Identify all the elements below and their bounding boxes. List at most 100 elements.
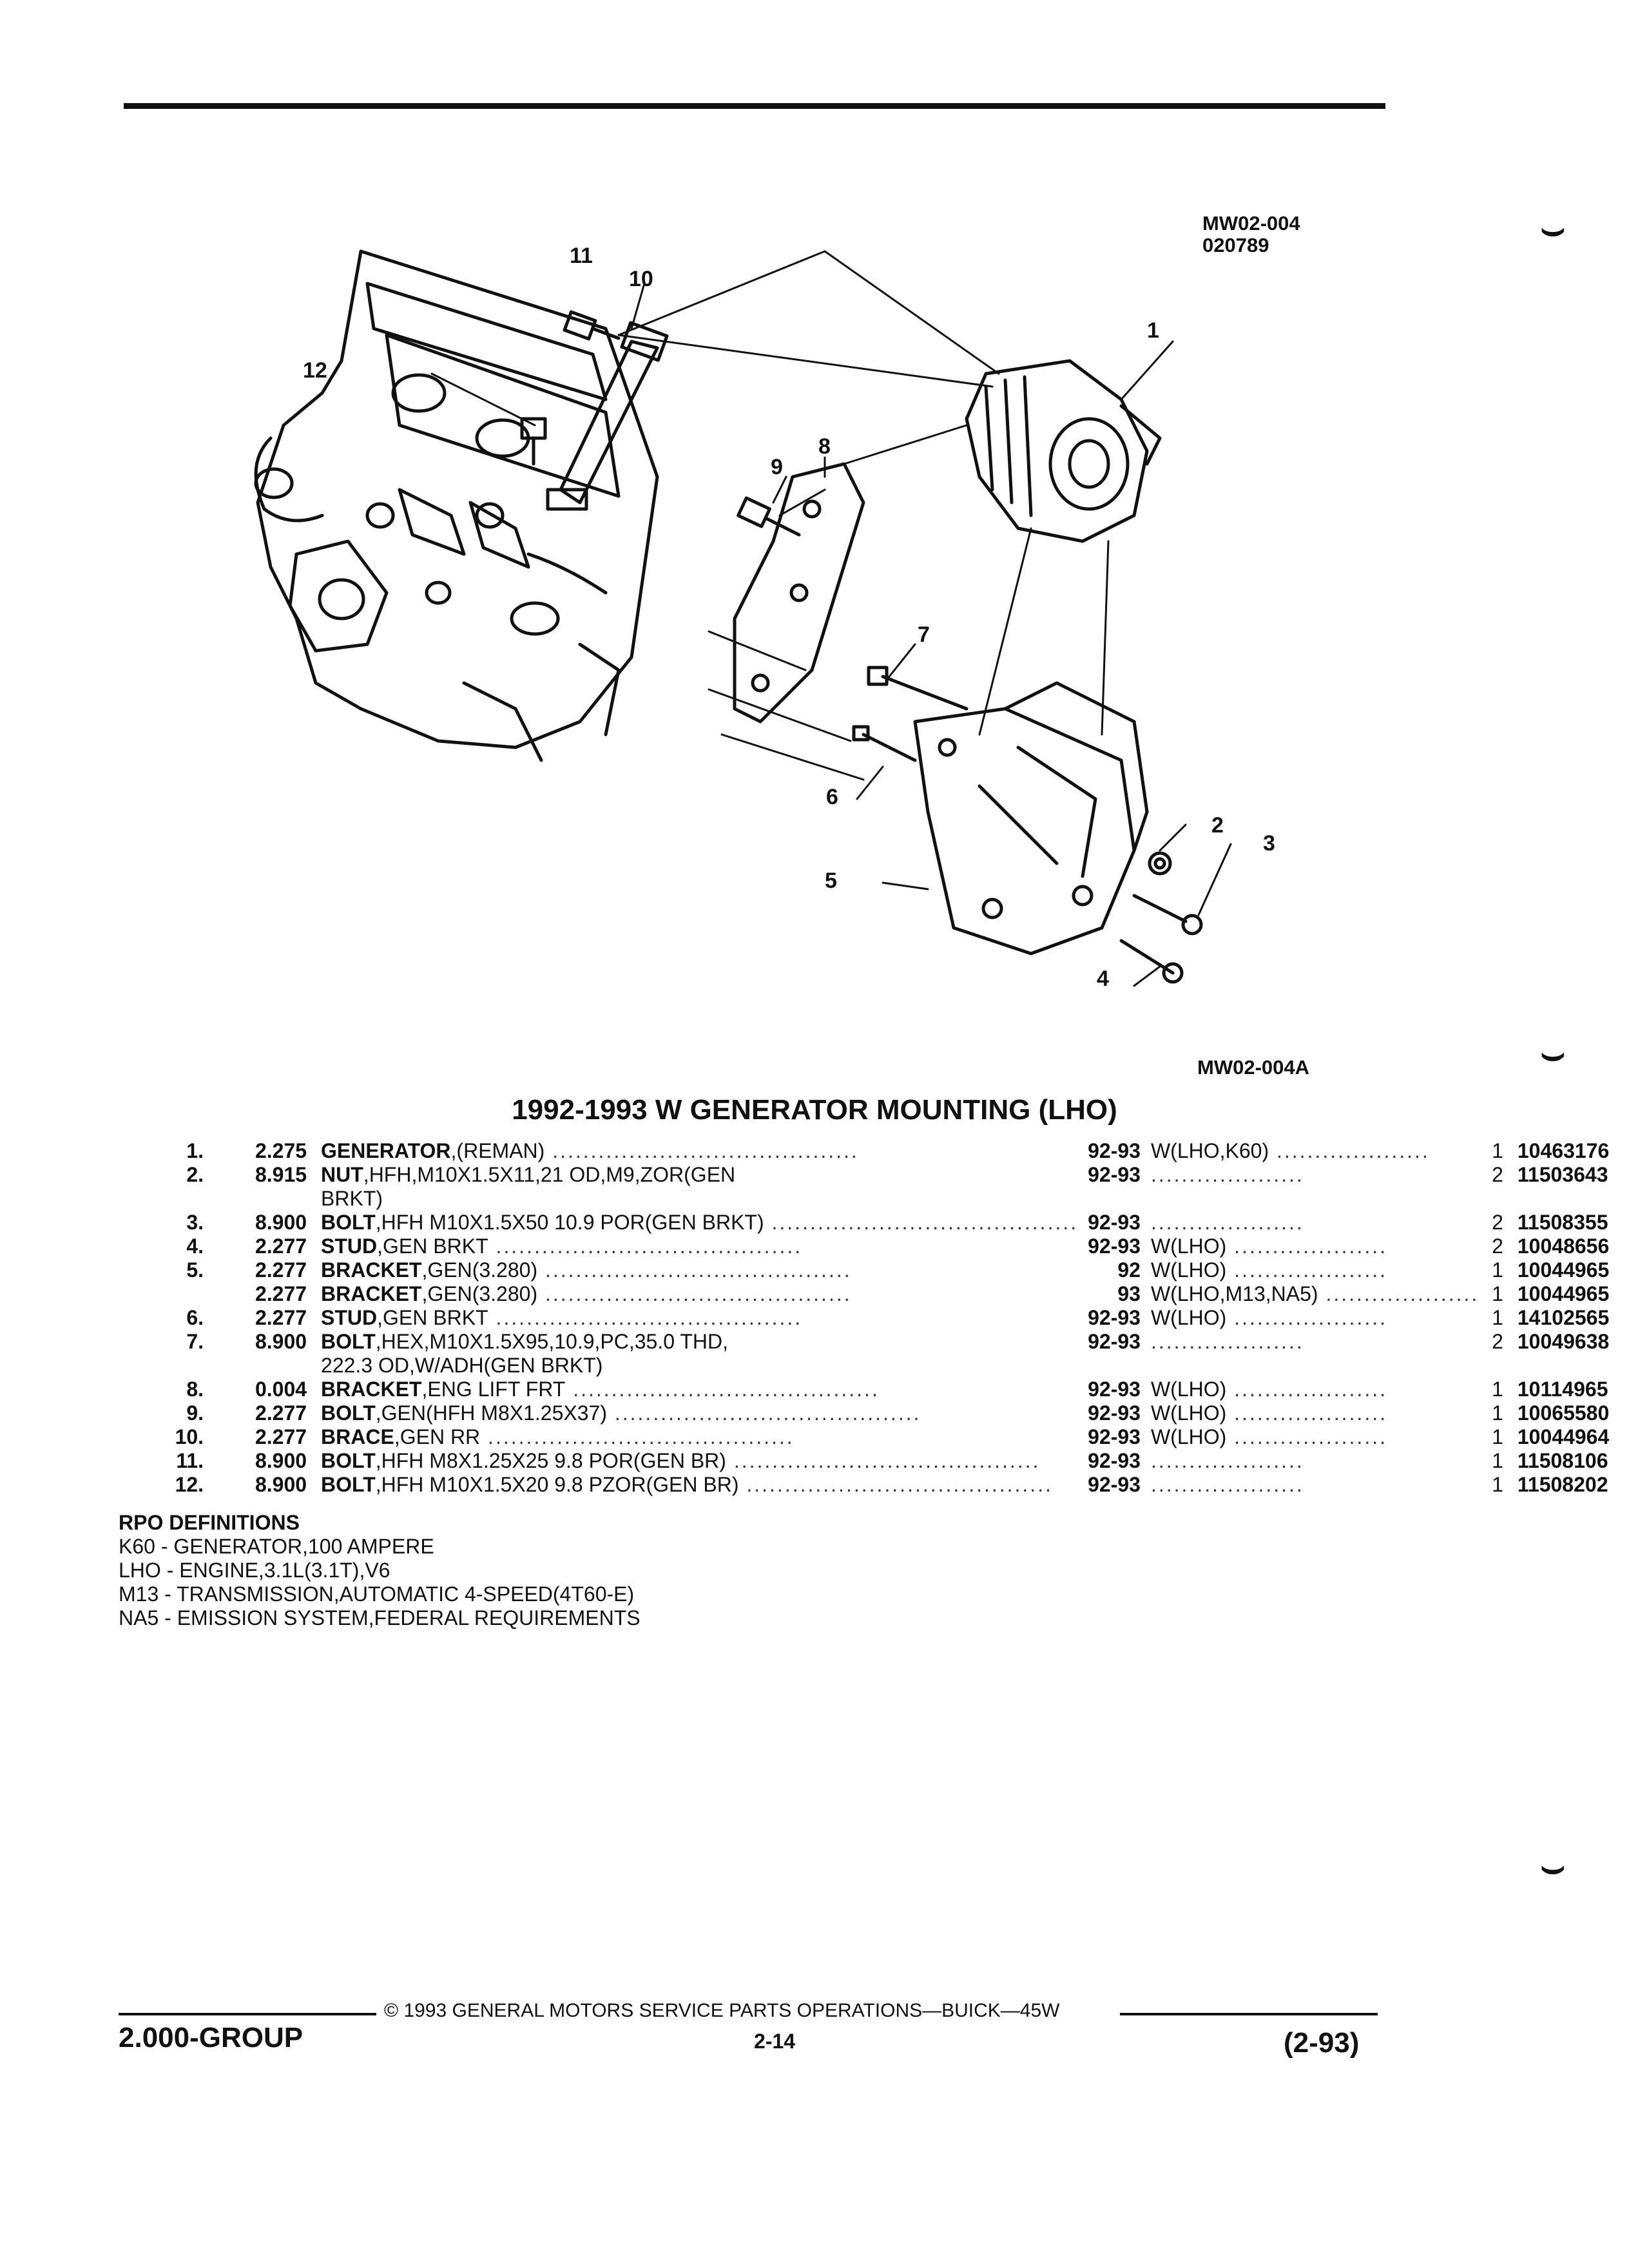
part-name: GENERATOR: [321, 1139, 451, 1162]
model-years: 92-93: [1088, 1449, 1141, 1472]
group-label: 2.000-GROUP: [119, 2022, 304, 2053]
figure-date-code: 020789: [1202, 234, 1269, 256]
usage-text: W(LHO): [1150, 1401, 1227, 1425]
part-detail: ,ENG LIFT FRT: [421, 1378, 566, 1401]
callout-2: 2: [1211, 813, 1224, 838]
group-number: 2.277: [255, 1306, 307, 1329]
part-number: 10048656: [1517, 1235, 1610, 1258]
group-number: 0.004: [255, 1378, 307, 1401]
model-years: 92-93: [1088, 1306, 1141, 1329]
callout-7: 7: [918, 622, 930, 647]
group-number: 2.277: [255, 1258, 307, 1282]
part-number: 10463176: [1517, 1139, 1610, 1162]
part-description: BRACKET,ENG LIFT FRT ...................…: [321, 1378, 880, 1401]
item-number: [161, 1282, 204, 1306]
usage-codes: W(LHO) ....................: [1150, 1378, 1387, 1401]
callout-11: 11: [570, 244, 593, 268]
group-number: 8.900: [255, 1449, 307, 1472]
generator-illustration: [965, 359, 1162, 543]
part-description: GENERATOR,(REMAN) ......................…: [321, 1139, 859, 1162]
quantity: 2: [1492, 1330, 1503, 1353]
rpo-heading: RPO DEFINITIONS: [119, 1511, 300, 1534]
callout-5: 5: [825, 869, 837, 893]
figure-code: MW02-004: [1202, 212, 1300, 235]
usage-codes: W(LHO) ....................: [1150, 1258, 1387, 1282]
callout-9: 9: [771, 455, 783, 479]
margin-tick: ⌣: [1540, 207, 1566, 250]
figure-code-alt: MW02-004A: [1197, 1056, 1309, 1079]
part-number: 11508106: [1517, 1449, 1608, 1472]
part-name: BOLT: [321, 1330, 376, 1353]
part-description: BOLT,HFH M8X1.25X25 9.8 POR(GEN BR) ....…: [321, 1449, 1041, 1472]
usage-text: W(LHO): [1150, 1306, 1227, 1329]
footer-rule-left: [119, 2013, 376, 2015]
usage-text: W(LHO): [1150, 1425, 1227, 1448]
group-number: 2.277: [255, 1401, 307, 1425]
part-name: BOLT: [321, 1401, 376, 1425]
callout-4: 4: [1097, 966, 1109, 991]
model-years: 92-93: [1088, 1378, 1141, 1401]
part-number: 10065580: [1517, 1401, 1610, 1425]
part-detail: ,GEN BRKT: [377, 1235, 488, 1258]
model-years: 92-93: [1088, 1211, 1141, 1234]
part-name: NUT: [321, 1163, 363, 1186]
margin-tick: ⌣: [1540, 1845, 1566, 1888]
part-detail: ,GEN RR: [394, 1425, 481, 1448]
rpo-item: LHO - ENGINE,3.1L(3.1T),V6: [119, 1559, 390, 1582]
bolt-illustration: [1132, 894, 1203, 936]
usage-codes: W(LHO) ....................: [1150, 1425, 1387, 1448]
part-detail: ,GEN(3.280): [421, 1282, 538, 1305]
item-number: 4.: [186, 1235, 204, 1258]
quantity: 1: [1492, 1449, 1503, 1472]
part-number: 11508202: [1517, 1473, 1608, 1496]
margin-tick: ⌣: [1540, 1032, 1566, 1075]
quantity: 1: [1492, 1473, 1503, 1496]
bolt-illustration: [520, 417, 547, 466]
group-number: 2.277: [255, 1425, 307, 1448]
rpo-item: NA5 - EMISSION SYSTEM,FEDERAL REQUIREMEN…: [119, 1606, 641, 1629]
item-number: 9.: [186, 1401, 204, 1425]
stud-illustration: [852, 725, 917, 762]
callout-6: 6: [826, 785, 838, 809]
rpo-definitions: RPO DEFINITIONS K60 - GENERATOR,100 AMPE…: [119, 1511, 641, 1630]
part-description: BRACE,GEN RR ...........................…: [321, 1425, 795, 1448]
item-number: 7.: [186, 1330, 204, 1353]
nut-illustration: [1148, 851, 1172, 876]
usage-codes: W(LHO,K60) ....................: [1150, 1139, 1430, 1162]
part-detail: ,HFH M10X1.5X20 9.8 PZOR(GEN BR): [375, 1473, 739, 1496]
part-detail-continued: BRKT): [321, 1187, 383, 1210]
generator-bracket-illustration: [913, 681, 1149, 956]
group-number: 8.900: [255, 1473, 307, 1496]
quantity: 1: [1492, 1282, 1503, 1305]
group-number: 8.900: [255, 1211, 307, 1234]
group-number: 8.915: [255, 1163, 307, 1186]
part-name: BRACKET: [321, 1378, 422, 1401]
part-detail: ,GEN(3.280): [421, 1258, 538, 1282]
table-row: 9. 2.277 BOLT,GEN(HFH M8X1.25X37) ........…: [161, 1401, 1629, 1425]
quantity: 1: [1492, 1378, 1503, 1401]
part-number: 11508355: [1517, 1211, 1608, 1234]
part-detail: ,HFH M10X1.5X50 10.9 POR(GEN BRKT): [375, 1211, 764, 1234]
page-number: 2-14: [754, 2030, 796, 2053]
part-number: 14102565: [1517, 1306, 1610, 1329]
usage-codes: W(LHO) ....................: [1150, 1235, 1387, 1258]
quantity: 2: [1492, 1211, 1503, 1234]
usage-codes: ....................: [1150, 1473, 1304, 1496]
item-number: 1.: [186, 1139, 204, 1162]
lift-bracket-illustration: [733, 462, 865, 724]
usage-text: W(LHO): [1150, 1235, 1227, 1258]
bolt-illustration: [737, 496, 801, 537]
usage-text: W(LHO): [1150, 1258, 1227, 1282]
part-description: BOLT,GEN(HFH M8X1.25X37) ...............…: [321, 1401, 921, 1425]
quantity: 1: [1492, 1401, 1503, 1425]
usage-codes: W(LHO) ....................: [1150, 1401, 1387, 1425]
part-detail: ,HFH M8X1.25X25 9.8 POR(GEN BR): [375, 1449, 726, 1472]
group-number: 8.900: [255, 1330, 307, 1353]
